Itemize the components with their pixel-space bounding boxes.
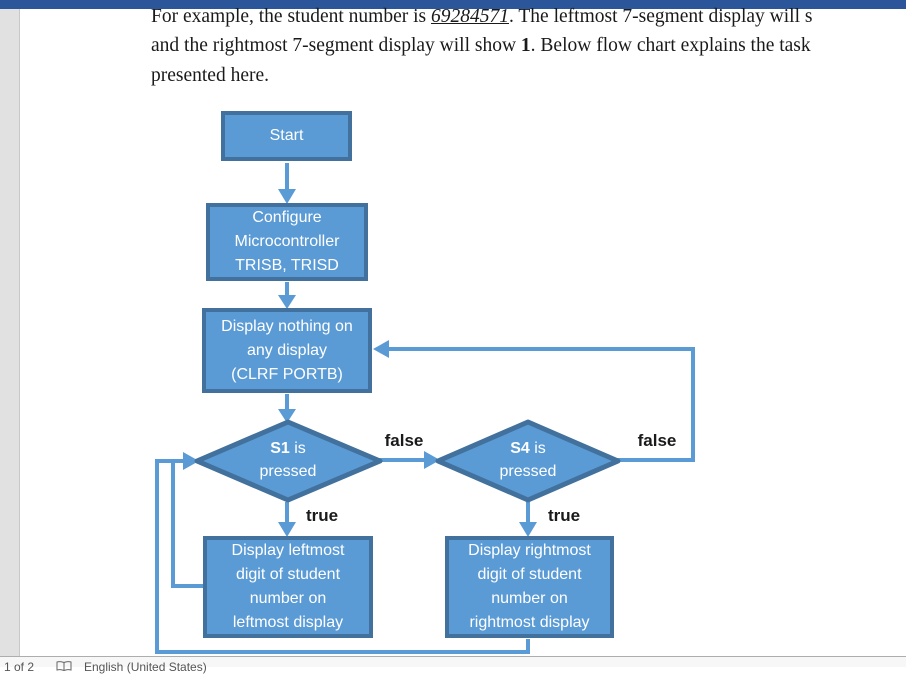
- connector-leftbox-loop: [171, 459, 204, 588]
- line2-before: and the rightmost 7-segment display will…: [151, 35, 521, 57]
- right-display-line: Display rightmost: [468, 542, 591, 559]
- status-bar-divider: [0, 656, 906, 657]
- paragraph-line-1: For example, the student number is 69284…: [151, 2, 906, 31]
- decision-s1-pressed[interactable]: [194, 419, 383, 503]
- left-display-line: number on: [249, 590, 327, 607]
- arrowhead-into-nothing-right: [373, 340, 389, 358]
- left-display-line: Display leftmost: [231, 542, 345, 559]
- line2-after: . Below flow chart explains the task: [530, 35, 811, 57]
- page-left-gutter: [0, 9, 20, 656]
- line3-text: presented here.: [151, 64, 270, 86]
- start-label: Start: [269, 127, 304, 144]
- s1-line2: pressed: [259, 463, 317, 480]
- flowchart-left-display-node[interactable]: Display leftmost digit of student number…: [203, 536, 373, 638]
- right-display-line: digit of student: [477, 566, 582, 583]
- line1-after: . The leftmost 7-segment display will s: [509, 6, 813, 27]
- paragraph-line-3: presented here.: [151, 61, 906, 90]
- s1-line1: S1 is: [228, 437, 348, 460]
- connector-rightbox-loop: [155, 459, 530, 654]
- right-display-line: number on: [491, 590, 568, 607]
- s4-line2: pressed: [499, 463, 557, 480]
- label-false-s1: false: [384, 431, 424, 450]
- flowchart-configure-node[interactable]: Configure Microcontroller TRISB, TRISD: [206, 203, 368, 281]
- label-false-s4: false: [637, 431, 677, 450]
- right-display-line: rightmost display: [469, 614, 590, 631]
- display-nothing-line: Display nothing on: [221, 317, 353, 335]
- arrowhead-into-s1-left: [183, 452, 199, 470]
- s4-rest: is: [529, 440, 546, 457]
- arrowhead-into-rightbox: [519, 522, 537, 537]
- left-display-line: digit of student: [235, 566, 341, 583]
- line1-before: For example, the student number is: [151, 6, 431, 27]
- window-title-bar: [0, 0, 906, 9]
- flowchart-right-display-node[interactable]: Display rightmost digit of student numbe…: [445, 536, 614, 638]
- display-nothing-line: any display: [246, 341, 328, 359]
- decision-s4-pressed[interactable]: [435, 419, 621, 503]
- arrowhead-into-s1-top: [278, 409, 296, 423]
- connector-s4-false-loop: [388, 347, 695, 462]
- label-true-s1: true: [305, 506, 339, 525]
- s4-id: S4: [510, 440, 530, 457]
- arrowhead-into-s4-left: [424, 451, 440, 469]
- s4-line1: S4 is: [468, 437, 588, 460]
- arrowhead-into-nothing: [278, 295, 296, 309]
- arrowhead-into-leftbox: [278, 522, 296, 537]
- configure-line: Microcontroller: [234, 233, 340, 250]
- s1-decision-text: S1 is pressed: [228, 437, 348, 483]
- configure-line: Configure: [252, 209, 322, 226]
- configure-line: TRISB, TRISD: [235, 257, 339, 274]
- arrowhead-into-configure: [278, 189, 296, 204]
- paragraph-line-2: and the rightmost 7-segment display will…: [151, 31, 906, 60]
- student-number: 69284571: [431, 6, 509, 27]
- s1-rest: is: [289, 440, 306, 457]
- s1-id: S1: [270, 440, 290, 457]
- flowchart-start-node[interactable]: Start: [221, 111, 352, 161]
- display-nothing-line: (CLRF PORTB): [231, 365, 343, 383]
- s4-decision-text: S4 is pressed: [468, 437, 588, 483]
- document-paragraph: For example, the student number is 69284…: [151, 2, 906, 90]
- flowchart-display-nothing-node[interactable]: Display nothing on any display (CLRF POR…: [202, 308, 372, 393]
- line2-bold-digit: 1: [520, 35, 531, 57]
- label-true-s4: true: [547, 506, 581, 525]
- left-display-line: leftmost display: [232, 614, 344, 631]
